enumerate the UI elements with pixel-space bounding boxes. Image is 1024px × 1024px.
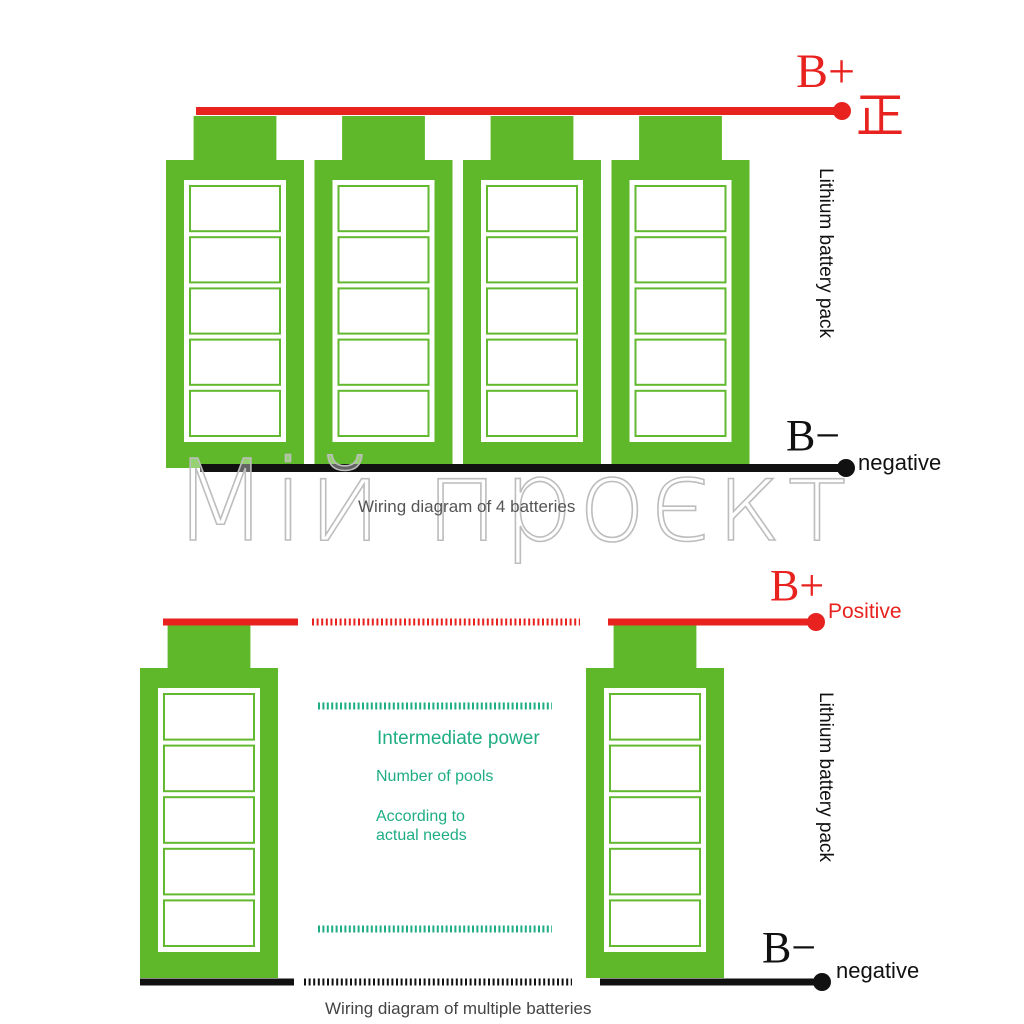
battery-cell bbox=[337, 185, 430, 233]
battery-cell bbox=[609, 899, 701, 948]
battery-terminal bbox=[193, 116, 277, 162]
multi-battery-diagram bbox=[140, 613, 831, 991]
battery-top-4 bbox=[611, 116, 750, 468]
top-caption: Wiring diagram of 4 batteries bbox=[358, 497, 576, 516]
battery-cell bbox=[634, 338, 727, 386]
top-bminus-label: B− bbox=[786, 411, 841, 460]
battery-cell bbox=[486, 338, 578, 386]
battery-cell bbox=[163, 744, 255, 793]
battery-top-2 bbox=[314, 116, 453, 468]
negative-terminal-dot bbox=[837, 459, 855, 477]
battery-cell bbox=[189, 287, 281, 335]
bottom-bplus-label: B+ bbox=[770, 561, 825, 610]
battery-cell bbox=[337, 389, 430, 437]
battery-cell bbox=[163, 847, 255, 896]
battery-cell bbox=[486, 287, 578, 335]
battery-terminal bbox=[167, 624, 251, 670]
note-line1: Number of pools bbox=[376, 768, 494, 785]
bottom-positive-label: Positive bbox=[828, 600, 902, 623]
bottom-bminus-label: B− bbox=[762, 923, 817, 972]
battery-cell bbox=[337, 236, 430, 284]
battery-cell bbox=[634, 236, 727, 284]
note-title: Intermediate power bbox=[377, 728, 540, 749]
battery-top-1 bbox=[166, 116, 304, 468]
battery-cell bbox=[634, 389, 727, 437]
battery-cell bbox=[163, 796, 255, 844]
battery-cell bbox=[189, 338, 281, 386]
watermark: Мій проєкт bbox=[172, 437, 851, 567]
battery-cell bbox=[634, 185, 727, 233]
battery-terminal bbox=[490, 116, 574, 162]
battery-cell bbox=[189, 185, 281, 233]
battery-top-3 bbox=[463, 116, 601, 468]
positive-terminal-dot bbox=[807, 613, 825, 631]
four-battery-diagram bbox=[166, 102, 855, 477]
battery-cell bbox=[189, 389, 281, 437]
battery-cell bbox=[486, 185, 578, 233]
battery-cell bbox=[337, 287, 430, 335]
battery-terminal bbox=[639, 116, 722, 162]
top-vertical-label: Lithium battery pack bbox=[815, 168, 836, 339]
battery-bottom-2 bbox=[586, 624, 724, 978]
battery-terminal bbox=[342, 116, 425, 162]
note-line2: According to bbox=[376, 808, 465, 825]
battery-cell bbox=[163, 693, 255, 741]
negative-terminal-dot bbox=[813, 973, 831, 991]
battery-cell bbox=[634, 287, 727, 335]
battery-cell bbox=[189, 236, 281, 284]
top-bplus-label: B+ bbox=[796, 45, 856, 98]
battery-bottom-1 bbox=[140, 624, 278, 978]
battery-terminal bbox=[613, 624, 697, 670]
bottom-negative-label: negative bbox=[836, 958, 920, 983]
battery-cell bbox=[486, 389, 578, 437]
battery-cell bbox=[609, 744, 701, 793]
battery-cell bbox=[163, 899, 255, 948]
bottom-vertical-label: Lithium battery pack bbox=[815, 692, 836, 863]
bottom-caption: Wiring diagram of multiple batteries bbox=[325, 999, 592, 1018]
top-positive-cn-label: 正 bbox=[856, 90, 905, 143]
note-line3: actual needs bbox=[376, 827, 467, 844]
battery-cell bbox=[609, 796, 701, 844]
battery-cell bbox=[486, 236, 578, 284]
battery-cell bbox=[609, 693, 701, 741]
battery-cell bbox=[609, 847, 701, 896]
positive-terminal-dot bbox=[833, 102, 851, 120]
top-negative-label: negative bbox=[858, 450, 942, 475]
battery-cell bbox=[337, 338, 430, 386]
